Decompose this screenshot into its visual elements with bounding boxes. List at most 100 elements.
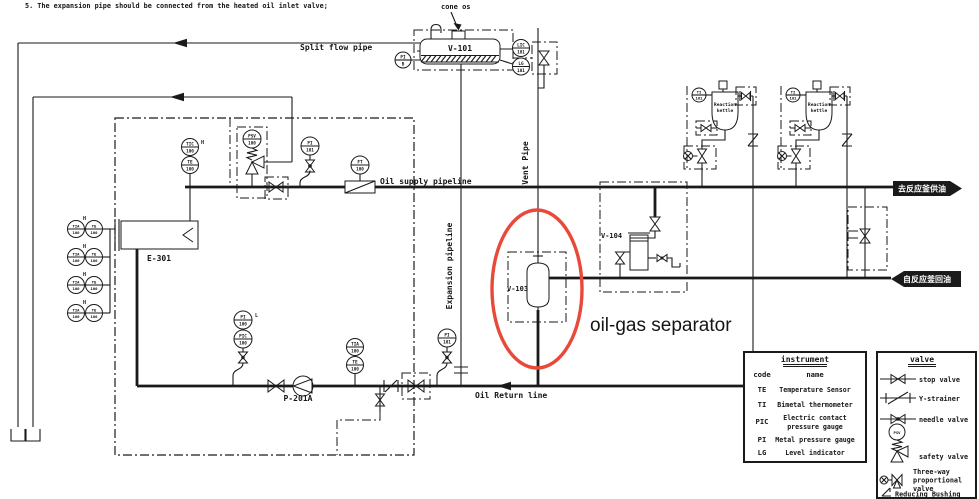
svg-text:PSV: PSV bbox=[248, 134, 256, 140]
reducing-bushing-icon bbox=[841, 133, 853, 147]
svg-text:proportional: proportional bbox=[913, 477, 962, 485]
svg-text:100: 100 bbox=[90, 230, 98, 235]
svg-text:101: 101 bbox=[443, 340, 451, 346]
banner-supply-out: 去反应釜供油 bbox=[893, 181, 962, 196]
needle-valve-icon bbox=[237, 351, 249, 364]
svg-text:PIC: PIC bbox=[756, 417, 769, 426]
return-temp-stack: TIA 100 TE 100 bbox=[346, 338, 364, 374]
reaction-kettle-unit-1: Reaction kettle TI 101 bbox=[683, 80, 759, 170]
svg-text:H: H bbox=[83, 216, 86, 222]
stop-valve-icon bbox=[538, 50, 550, 66]
highlight-annotation: oil-gas separator bbox=[490, 208, 732, 370]
highlight-label: oil-gas separator bbox=[590, 315, 732, 336]
three-way-valve-icon bbox=[696, 148, 708, 164]
svg-text:100: 100 bbox=[186, 149, 194, 155]
stop-valve-icon bbox=[614, 251, 626, 265]
v104-tag: V-104 bbox=[601, 232, 622, 240]
svg-text:stop valve: stop valve bbox=[919, 376, 960, 384]
highlight-ellipse bbox=[490, 208, 584, 370]
control-valve-icon bbox=[407, 379, 425, 393]
svg-text:TIC: TIC bbox=[186, 142, 194, 148]
flow-transmitter: FT 100 bbox=[344, 155, 376, 194]
svg-text:FT: FT bbox=[357, 160, 363, 166]
svg-text:100: 100 bbox=[239, 322, 247, 328]
stop-valve-icon bbox=[649, 216, 661, 232]
svg-text:100: 100 bbox=[90, 258, 98, 263]
legend-instrument-title: instrument bbox=[781, 354, 829, 364]
svg-text:101: 101 bbox=[517, 68, 525, 74]
e301-temp-pair: TIA 100 H TE 100 bbox=[67, 300, 110, 322]
svg-text:LG: LG bbox=[518, 61, 524, 67]
svg-text:100: 100 bbox=[248, 141, 256, 147]
svg-text:PI: PI bbox=[400, 55, 406, 61]
stop-valve-icon bbox=[859, 228, 871, 244]
svg-text:101: 101 bbox=[306, 148, 314, 154]
pipes bbox=[10, 28, 893, 455]
v101-tag: V-101 bbox=[448, 44, 472, 53]
svg-text:TIA: TIA bbox=[351, 342, 359, 348]
svg-text:Three-way: Three-way bbox=[913, 468, 950, 476]
stop-valve-icon bbox=[267, 379, 285, 393]
svg-text:Reducing Bushing: Reducing Bushing bbox=[895, 491, 960, 499]
vessel-v101: V-101 cone os PI B LIC 101 LG 101 bbox=[394, 3, 558, 76]
svg-text:Metal pressure gauge: Metal pressure gauge bbox=[775, 436, 854, 444]
stop-valve-icon bbox=[794, 123, 806, 133]
svg-text:LG: LG bbox=[758, 448, 767, 457]
stop-valve-icon bbox=[741, 91, 751, 101]
y-strainer bbox=[383, 379, 399, 393]
needle-valve-icon bbox=[304, 159, 316, 173]
svg-text:H: H bbox=[83, 300, 86, 306]
svg-text:Level indicator: Level indicator bbox=[785, 449, 845, 457]
svg-text:kettle: kettle bbox=[717, 108, 734, 114]
svg-text:Y-strainer: Y-strainer bbox=[919, 395, 960, 403]
stop-valve-icon bbox=[700, 123, 712, 133]
svg-text:100: 100 bbox=[356, 167, 364, 173]
svg-text:H: H bbox=[83, 272, 86, 278]
banner-return-in: 自反应釜回油 bbox=[891, 271, 961, 287]
svg-text:PI: PI bbox=[307, 141, 313, 147]
return-pi-assembly: PI 101 bbox=[437, 328, 457, 364]
svg-text:100: 100 bbox=[351, 367, 359, 373]
p201a-tag: P-201A bbox=[284, 394, 313, 403]
diagram-note: 5. The expansion pipe should be connecte… bbox=[25, 2, 328, 10]
svg-text:TI: TI bbox=[758, 400, 767, 409]
svg-text:去反应釜供油: 去反应釜供油 bbox=[898, 184, 946, 194]
needle-valve-icon bbox=[890, 413, 906, 425]
split-flow-pipe-label: Split flow pipe bbox=[300, 42, 372, 52]
svg-text:PSV: PSV bbox=[893, 430, 901, 435]
reducing-bushing-icon bbox=[881, 487, 891, 497]
heater-e301: E-301 TIA 100 H TE 100 TIA 100 H TE 100 … bbox=[67, 216, 199, 322]
svg-text:TE: TE bbox=[92, 308, 97, 313]
svg-text:TIA: TIA bbox=[72, 280, 80, 285]
expansion-label: Expansion pipeline bbox=[444, 222, 454, 309]
svg-text:PI: PI bbox=[240, 315, 246, 321]
pump-p201a: P-201A bbox=[284, 375, 314, 403]
svg-text:100: 100 bbox=[72, 230, 80, 235]
svg-text:pressure gauge: pressure gauge bbox=[787, 423, 843, 431]
svg-text:LIC: LIC bbox=[517, 43, 525, 49]
svg-text:TIA: TIA bbox=[72, 224, 80, 229]
svg-text:TE: TE bbox=[187, 160, 193, 166]
svg-text:code: code bbox=[753, 370, 771, 379]
oil-supply-label: Oil supply pipeline bbox=[380, 176, 472, 186]
svg-text:Temperature Sensor: Temperature Sensor bbox=[779, 386, 850, 394]
needle-valve-icon bbox=[441, 351, 453, 364]
svg-text:100: 100 bbox=[186, 167, 194, 173]
svg-text:自反应釜回油: 自反应釜回油 bbox=[903, 274, 951, 284]
vessel-v104: V-104 bbox=[601, 216, 681, 278]
safety-valve-assembly: PSV 100 bbox=[242, 129, 265, 175]
svg-text:TE: TE bbox=[758, 385, 767, 394]
e301-tag: E-301 bbox=[147, 254, 171, 263]
reducing-bushing-icon bbox=[747, 133, 759, 147]
stop-valve-icon bbox=[374, 393, 386, 407]
tic-stack: TIC 100 H TE 100 bbox=[181, 138, 204, 174]
separator-v103: V-103 bbox=[507, 262, 550, 308]
svg-text:101: 101 bbox=[789, 96, 797, 101]
safety-valve-icon bbox=[245, 160, 259, 175]
control-valve-icon bbox=[268, 181, 284, 193]
svg-text:100: 100 bbox=[239, 341, 247, 347]
svg-text:H: H bbox=[83, 244, 86, 250]
svg-text:100: 100 bbox=[72, 314, 80, 319]
instrument-bubble-v101-pi: PI B bbox=[394, 51, 412, 69]
legend-valve-table: valve stop valve Y-strainer needle valve… bbox=[876, 351, 977, 499]
